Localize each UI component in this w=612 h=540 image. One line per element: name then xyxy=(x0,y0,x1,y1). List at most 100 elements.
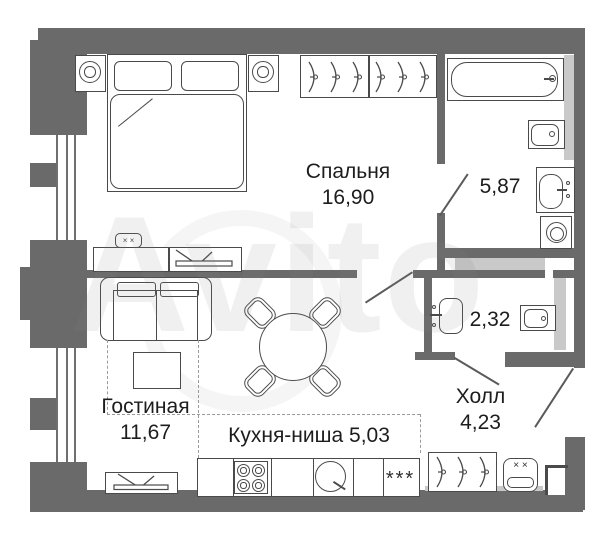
sofa-arm-line-left xyxy=(113,290,115,340)
vanity-faucet-dot xyxy=(566,181,570,185)
window-bedroom-inner-line xyxy=(74,135,76,240)
kitchen-sink xyxy=(315,461,346,492)
duct-bathroom-right xyxy=(564,55,574,160)
toilet-button xyxy=(549,131,555,137)
hanger-icon xyxy=(479,456,490,488)
kitchen-label: Кухня-ниша 5,03 xyxy=(200,423,418,449)
duct-wc-right xyxy=(554,278,566,350)
kitchen-area: 5,03 xyxy=(349,424,390,447)
dining-table xyxy=(259,313,327,381)
wall-bedroom-living xyxy=(85,270,357,278)
pouf: × × xyxy=(503,458,538,492)
wc-toilet xyxy=(520,305,556,331)
bathroom-area: 5,87 xyxy=(479,175,521,198)
pouf-cushion xyxy=(507,477,534,488)
window-bedroom xyxy=(56,135,68,240)
wall-door-stub xyxy=(413,270,445,278)
sofa-back-line xyxy=(113,290,198,292)
bathtub xyxy=(447,58,564,101)
hanger-icon xyxy=(375,61,385,92)
wall-wc-top-b xyxy=(553,270,574,278)
sofa-cushion xyxy=(160,282,199,297)
hanger-icon xyxy=(308,61,319,92)
sofa-center-line xyxy=(156,290,158,340)
hanger-icon xyxy=(352,61,363,92)
counter-divider xyxy=(271,459,272,496)
living-label: Гостиная 11,67 xyxy=(88,394,203,446)
sofa xyxy=(100,277,212,341)
wardrobe-hangers xyxy=(302,57,435,96)
hanger-icon xyxy=(436,456,446,488)
bathtub-inner xyxy=(451,62,558,97)
niche-frame-top xyxy=(545,465,568,468)
wall-pier-left-bottom xyxy=(30,462,87,495)
bedroom-label: Спальня 16,90 xyxy=(288,159,408,211)
fridge-symbol: *** xyxy=(385,468,416,490)
bedroom-name: Спальня xyxy=(305,160,391,183)
hanger-icon xyxy=(330,61,341,92)
vanity-bathroom xyxy=(536,167,575,213)
bedroom-door xyxy=(364,271,413,304)
wardrobe-divider xyxy=(368,56,370,97)
window-living-inner-line xyxy=(74,348,76,462)
wall-wc-left xyxy=(424,278,432,356)
bathtub-faucet-bar xyxy=(544,78,554,80)
cabinet-divider xyxy=(168,248,170,271)
zone-line-kitchen-right xyxy=(420,414,421,453)
counter-divider xyxy=(233,459,234,496)
wc-sink-faucet-bar xyxy=(430,314,442,316)
zone-line-horizontal xyxy=(107,414,420,415)
wc-sink xyxy=(439,298,463,334)
wc-toilet-bowl xyxy=(524,309,548,328)
hanger-icon xyxy=(457,456,468,488)
nightstand-right xyxy=(248,55,279,92)
wall-wc-bottom xyxy=(415,352,455,360)
bed-blanket xyxy=(110,94,244,189)
vanity-faucet-dot xyxy=(566,194,570,198)
wall-bedroom-bath-upper xyxy=(437,54,445,164)
wall-right-upper xyxy=(574,28,585,368)
washer-drum-inner xyxy=(550,227,564,241)
bathroom-door xyxy=(439,173,469,217)
entrance-door xyxy=(534,367,574,428)
sofa-arm-line-right xyxy=(197,290,199,340)
burner-icon xyxy=(252,479,265,492)
hall-wardrobe-hangers xyxy=(430,454,495,490)
wall-hall-right xyxy=(505,352,585,367)
zone-line-living-left xyxy=(107,340,108,415)
nightstand-left xyxy=(75,55,106,92)
wc-area: 2,32 xyxy=(469,308,511,331)
niche-frame-left xyxy=(545,465,548,495)
toilet-bowl xyxy=(531,124,559,146)
tv-stand-living xyxy=(105,472,178,494)
bed-pillow-right xyxy=(181,61,239,91)
wall-bath-bottom xyxy=(443,248,574,258)
wc-sink-faucet-dot xyxy=(432,305,436,309)
counter-divider xyxy=(383,459,384,496)
hanger-icon xyxy=(419,61,429,92)
living-name: Гостиная xyxy=(101,395,190,418)
wall-bedroom-bath-lower xyxy=(437,213,445,278)
burner-icon xyxy=(252,464,265,477)
coffee-table xyxy=(133,352,181,389)
window-living xyxy=(56,348,68,462)
wall-pier-left-mid xyxy=(30,240,87,348)
lamp-icon xyxy=(252,61,274,83)
duct-between-baths xyxy=(455,258,545,271)
lamp-icon xyxy=(79,61,101,83)
tv-cabinet-bedroom xyxy=(93,247,242,272)
burner-icon xyxy=(237,464,250,477)
wc-toilet-button xyxy=(541,316,546,321)
bed-pillow-left xyxy=(114,61,172,91)
wc-door xyxy=(453,357,500,386)
burner-icon xyxy=(237,479,250,492)
wall-top xyxy=(38,28,585,54)
vanity-sink xyxy=(539,174,563,209)
bedroom-wardrobe xyxy=(300,55,437,98)
counter-divider xyxy=(313,459,314,496)
wall-pier-left-mid-ext xyxy=(20,267,30,320)
sofa-cushion xyxy=(117,282,156,297)
bathroom-label: 5,87 xyxy=(468,174,532,200)
washing-machine xyxy=(540,216,572,249)
kitchen-name: Кухня-ниша xyxy=(228,424,344,447)
